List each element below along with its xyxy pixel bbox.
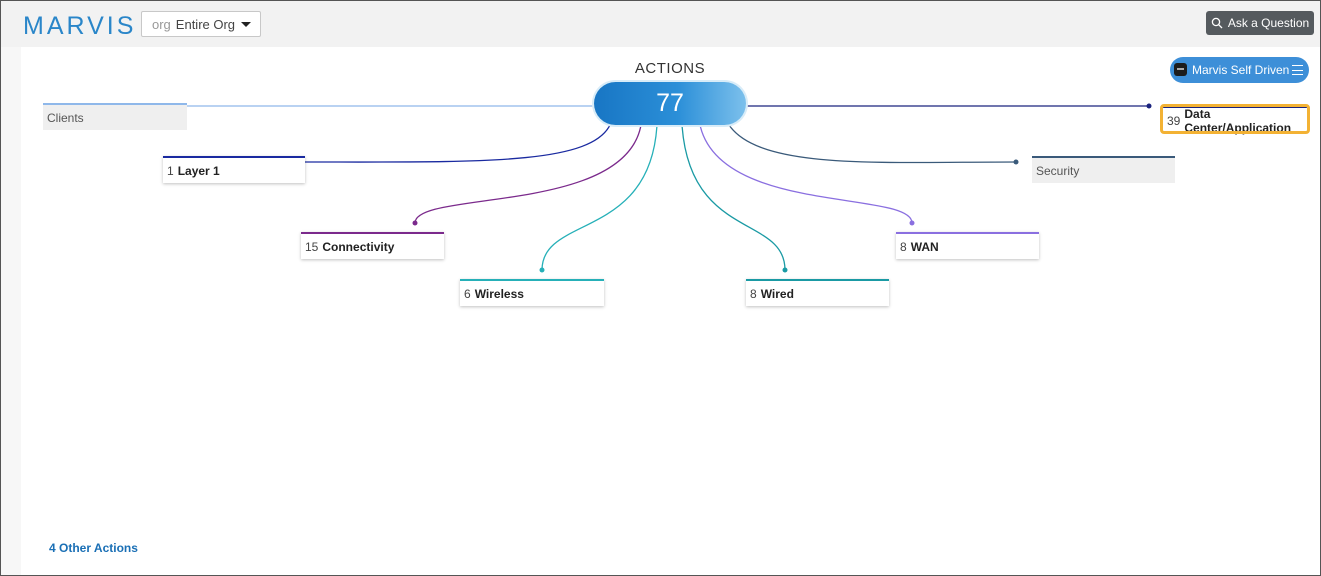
link-wired-dot <box>782 267 788 273</box>
category-wan[interactable]: 8 WAN <box>896 232 1039 259</box>
category-wan-count: 8 <box>900 239 907 254</box>
search-icon <box>1211 17 1223 29</box>
ask-question-label: Ask a Question <box>1227 16 1310 30</box>
link-wired <box>681 124 786 271</box>
category-wired-count: 8 <box>750 286 757 301</box>
category-layer1[interactable]: 1 Layer 1 <box>163 156 305 183</box>
link-wan <box>699 124 913 224</box>
category-datacenter[interactable]: 39 Data Center/Application <box>1163 106 1307 135</box>
link-wireless <box>541 124 658 271</box>
link-datacenter-dot <box>1146 103 1152 109</box>
self-driven-label: Marvis Self Driven <box>1192 63 1290 77</box>
ask-question-button[interactable]: Ask a Question <box>1206 11 1314 35</box>
link-connectivity <box>414 124 642 224</box>
category-wan-label: WAN <box>910 239 939 254</box>
category-connectivity-label: Connectivity <box>322 239 395 254</box>
link-layer1 <box>304 124 611 163</box>
datacenter-highlight <box>1160 104 1310 134</box>
menu-icon <box>1292 65 1303 75</box>
category-clients: Clients <box>43 103 187 130</box>
actions-title: ACTIONS <box>634 60 706 77</box>
category-wired-label: Wired <box>760 286 794 301</box>
link-wan-dot <box>909 220 915 226</box>
marvis-logo: MARVIS <box>23 12 137 40</box>
org-prefix: org <box>152 16 171 32</box>
link-connectivity-dot <box>412 220 418 226</box>
category-security-label: Security <box>1036 163 1080 178</box>
left-strip <box>1 47 21 575</box>
category-clients-label: Clients <box>47 110 84 125</box>
category-layer1-label: Layer 1 <box>177 163 220 178</box>
link-wireless-dot <box>539 267 545 273</box>
other-actions-link[interactable]: 4 Other Actions <box>49 541 138 555</box>
actions-total-hub[interactable]: 77 <box>594 82 746 125</box>
org-selector[interactable]: org Entire Org <box>141 11 261 37</box>
category-security: Security <box>1032 156 1175 183</box>
link-security <box>728 124 1017 164</box>
category-layer1-count: 1 <box>167 163 174 178</box>
category-wireless[interactable]: 6 Wireless <box>460 279 604 306</box>
org-value: Entire Org <box>175 16 236 32</box>
category-wireless-label: Wireless <box>474 286 524 301</box>
category-connectivity[interactable]: 15 Connectivity <box>301 232 444 259</box>
category-datacenter-count: 39 <box>1167 113 1181 128</box>
link-security-dot <box>1013 159 1019 165</box>
category-wired[interactable]: 8 Wired <box>746 279 889 306</box>
caret-down-icon <box>241 22 251 27</box>
actions-panel <box>21 47 1320 575</box>
category-connectivity-count: 15 <box>305 239 319 254</box>
category-wireless-count: 6 <box>464 286 471 301</box>
self-driven-icon <box>1174 63 1187 76</box>
self-driven-button[interactable]: Marvis Self Driven <box>1170 57 1309 83</box>
